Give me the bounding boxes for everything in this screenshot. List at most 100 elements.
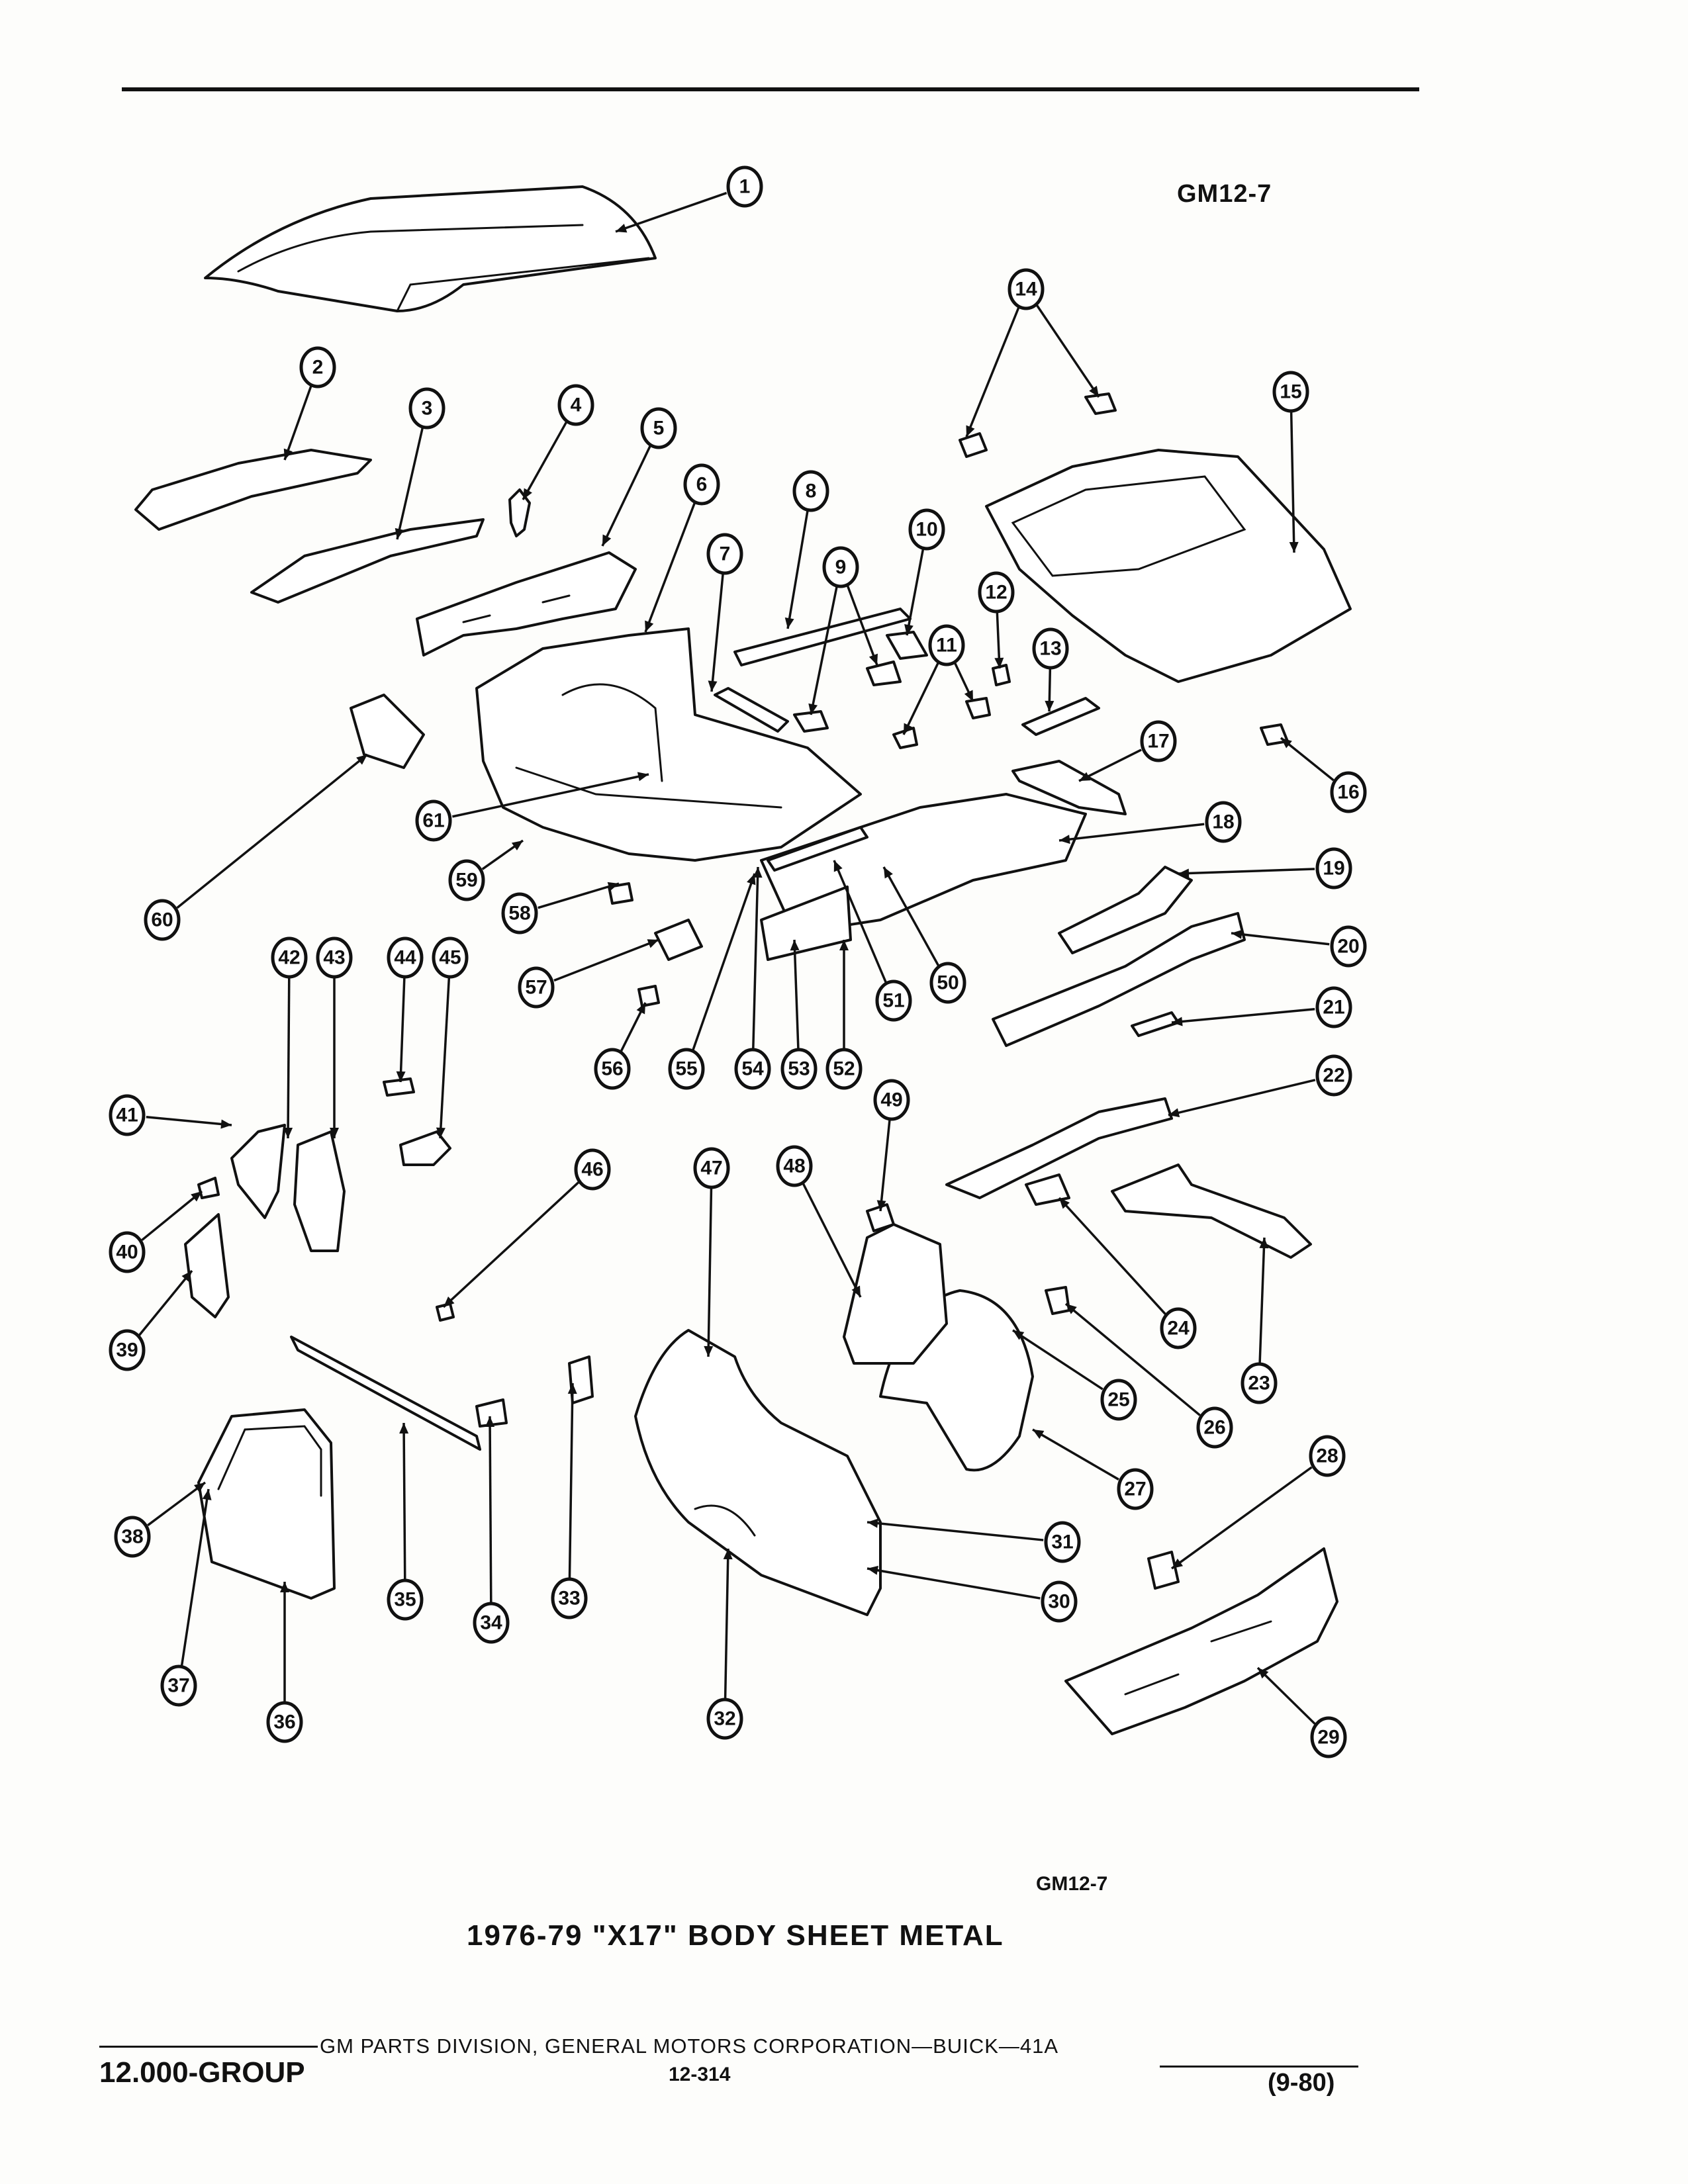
leader-line-9	[846, 584, 878, 666]
callout-34: 34	[473, 1602, 510, 1644]
callout-circle-48	[776, 1145, 813, 1187]
callout-14: 14	[1008, 268, 1045, 310]
leader-arrowhead-38	[193, 1482, 205, 1493]
callout-number-39: 39	[116, 1340, 138, 1361]
leader-arrowhead-39	[181, 1271, 192, 1282]
callout-number-25: 25	[1107, 1389, 1129, 1411]
reference-code-bottom: GM12-7	[1036, 1873, 1108, 1895]
callout-9: 9	[822, 546, 859, 588]
leader-line-48	[802, 1183, 862, 1298]
part-bracket-45	[399, 1130, 451, 1166]
leader-arrowhead-26	[1066, 1304, 1077, 1314]
leader-arrowhead-32	[723, 1549, 733, 1560]
callout-56: 56	[594, 1048, 631, 1090]
leader-line-14	[1035, 304, 1100, 398]
callout-circle-39	[109, 1329, 146, 1371]
callout-44: 44	[387, 936, 424, 979]
leader-arrowhead-13	[1045, 700, 1055, 711]
callout-circle-51	[875, 979, 912, 1022]
leader-arrowhead-37	[202, 1489, 212, 1500]
callout-number-5: 5	[653, 418, 665, 439]
leader-line-21	[1171, 1007, 1315, 1024]
callout-circle-4	[557, 384, 594, 426]
callout-49: 49	[873, 1079, 910, 1121]
callout-13: 13	[1032, 627, 1069, 670]
callout-circle-19	[1315, 847, 1352, 889]
callout-12: 12	[978, 571, 1015, 614]
leader-line-26	[1064, 1302, 1201, 1416]
callout-circle-36	[266, 1701, 303, 1743]
leader-arrowhead-19	[1178, 868, 1190, 878]
part-inner-quarter	[843, 1223, 948, 1365]
callout-20: 20	[1330, 925, 1367, 968]
part-brace-7	[714, 687, 789, 733]
leader-line-11	[902, 662, 939, 735]
callout-number-12: 12	[985, 582, 1007, 604]
callout-circle-27	[1117, 1468, 1154, 1510]
leader-arrowhead-45	[436, 1127, 445, 1138]
leader-arrowhead-20	[1231, 929, 1243, 939]
part-bracket-60	[350, 694, 425, 769]
callout-number-15: 15	[1280, 381, 1301, 403]
leader-arrowhead-27	[1033, 1430, 1045, 1439]
callout-52: 52	[825, 1048, 863, 1090]
callout-circle-15	[1272, 371, 1309, 413]
callout-circle-13	[1032, 627, 1069, 670]
parts-layer	[134, 185, 1352, 1735]
callout-51: 51	[875, 979, 912, 1022]
leader-arrowhead-36	[280, 1582, 289, 1592]
leader-arrowhead-50	[884, 867, 893, 879]
callout-circle-34	[473, 1602, 510, 1644]
callout-21: 21	[1315, 986, 1352, 1028]
footer-revision-date: (9-80)	[1268, 2069, 1335, 2097]
callout-number-8: 8	[806, 480, 817, 502]
callout-circle-29	[1310, 1716, 1347, 1758]
part-floor-pan-front	[475, 627, 862, 862]
callout-33: 33	[551, 1577, 588, 1619]
callout-circle-1	[726, 165, 763, 208]
callout-number-27: 27	[1124, 1479, 1146, 1500]
leader-arrowhead-11	[904, 723, 913, 735]
callout-15: 15	[1272, 371, 1309, 413]
callout-number-58: 58	[508, 903, 530, 925]
leader-arrowhead-47	[704, 1345, 714, 1357]
leader-arrowhead-30	[867, 1565, 878, 1575]
callout-number-3: 3	[422, 398, 433, 420]
callout-26: 26	[1196, 1406, 1233, 1449]
callout-number-33: 33	[558, 1588, 580, 1610]
callout-24: 24	[1160, 1307, 1197, 1349]
callout-number-37: 37	[167, 1675, 189, 1697]
leader-line-45	[439, 976, 451, 1139]
leader-arrowhead-53	[790, 940, 800, 951]
callout-19: 19	[1315, 847, 1352, 889]
callout-2: 2	[299, 346, 336, 388]
leader-line-23	[1258, 1237, 1266, 1365]
callout-6: 6	[683, 463, 720, 506]
callout-number-40: 40	[116, 1242, 138, 1263]
leader-arrowhead-40	[191, 1191, 202, 1202]
footer-page-number: 12-314	[669, 2064, 731, 2085]
callout-number-6: 6	[696, 474, 708, 496]
leader-line-19	[1178, 868, 1315, 875]
callout-circle-56	[594, 1048, 631, 1090]
part-bracket-58	[608, 882, 633, 905]
part-brace-22	[945, 1097, 1173, 1199]
callout-number-2: 2	[312, 357, 324, 379]
leader-arrowhead-51	[833, 860, 843, 872]
callout-circle-23	[1241, 1362, 1278, 1404]
callout-circle-28	[1309, 1435, 1346, 1477]
leader-line-28	[1170, 1466, 1313, 1570]
leader-arrowhead-33	[567, 1383, 577, 1394]
part-deck-lid	[985, 449, 1352, 683]
leader-arrowhead-17	[1079, 772, 1091, 781]
leader-arrowhead-55	[747, 874, 756, 886]
leader-line-39	[138, 1269, 193, 1336]
leader-line-46	[442, 1181, 579, 1308]
leader-line-4	[522, 421, 568, 500]
callout-number-61: 61	[422, 810, 444, 832]
part-rear-end-panel	[1064, 1547, 1338, 1735]
part-bracket-9b	[866, 660, 902, 686]
leader-arrowhead-49	[876, 1200, 886, 1211]
callout-60: 60	[144, 899, 181, 941]
